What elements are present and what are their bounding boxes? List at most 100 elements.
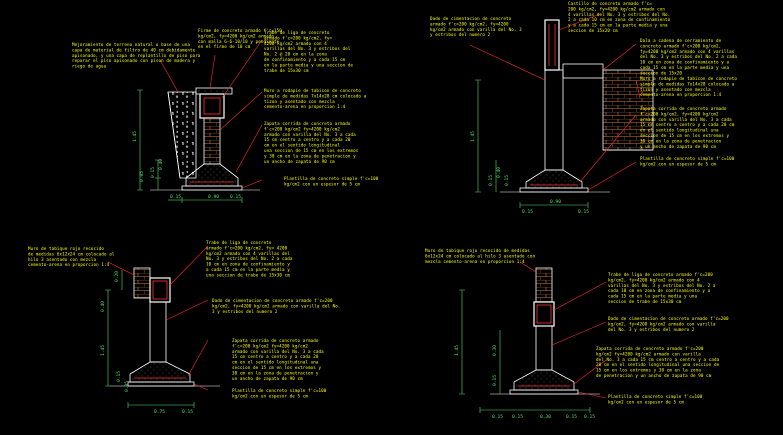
dim-br-e: 0.30 [540,414,551,420]
lean-concrete [181,185,243,191]
tie-column [544,19,560,71]
note-line: 30 cm en la zona de penetracion [640,138,722,143]
note-line: Trabe de liga de concreto armado f'c=200 [608,272,713,277]
note-line: una seccion de trabe de 15x30 cm [206,272,290,277]
note-line: Trabe de liga de concreto [264,30,330,35]
note-line: hilo 3 asentado con mezcla [28,257,97,262]
dim-tl-a: 0.15 [150,167,156,178]
note-br-wall: Muro de tabique rojo recocido de medidas… [425,248,535,264]
note-line: armado con varilla del No. 3 a cada [640,117,732,122]
note-line: 15 cm centro a centro y a cada 20 [232,354,319,359]
note-line: No. 2 @ 20 cm en la zona [264,52,327,57]
lean-concrete [127,381,195,387]
note-line: y a cada 15 cm en la parte media y una [568,23,668,28]
strip-footing [513,369,575,391]
note-line: 4200 kg/cm2 armado con 4 [264,41,327,46]
dim-br-c: 0.15 [492,414,503,420]
improved-soil-fill [167,91,197,179]
note-line: No. 3 y estribos del No. 2 a cada [206,256,293,261]
detail-bottom-right [459,261,607,413]
dim-br-b: 0.30 [492,345,498,356]
note-line: de confinamiento y a cada 15 cm [264,57,346,62]
note-line: 6x12x24 cm colocado al hilo 3 asentado c… [425,253,535,258]
note-line: en la parte media y una seccion de [264,62,353,67]
note-bl-pedestal: Dado de cimentacion de concreto armado f… [212,298,340,314]
foundation-pedestal [149,301,167,363]
note-line: y 30 cm en la zona de penetracion y [264,153,356,158]
note-line: armado f'c=200 kg/cm2, fy= 4200 [206,245,288,250]
note-br-pedestal: Dado de cimentacion de concreto armado f… [608,316,729,332]
dim-br-height: 1.45 [454,345,460,356]
note-line: Castillo de concreto armado f'c= [568,1,652,6]
note-line: Zapata corrida de concreto armado [264,121,351,126]
note-line: en el sentido longitudinal una [640,128,719,133]
dim-bl-b: 0.40 [100,301,106,312]
dim-tl-side: 0.15 [170,194,181,200]
note-tr-column: Castillo de concreto armado f'c=200 kg/c… [568,1,671,33]
note-line: apisonado, y una capa de replantillo de … [72,53,201,58]
note-line: 10 cm en zona de confinamiento y a [640,60,729,65]
foundation-pedestal [535,325,553,371]
note-line: cemento-arena en proporcion 1:4 [640,92,722,97]
brick-wall [602,69,654,151]
note-line: Zapata corrida de concreto armado [232,338,319,343]
note-line: seccion de 15x20 cm [568,28,618,33]
note-line: Dado de cimentacion de concreto [430,16,512,21]
note-line: Dado de cimentacion de concreto armado f… [212,298,333,303]
note-line: una seccion de 15 cm en los extremos [264,148,359,153]
note-line: con malla 6-6-10/10 y pendiente [198,39,280,44]
note-line: cada 15 cm en la parte media y una [608,294,697,299]
dim-tr-height: 1.45 [470,131,476,142]
note-line: 3 y estribos del numero 2 [212,309,278,314]
dim-tl-b: 0.40 [158,159,164,170]
note-line: kg/cm2 con un espesor de 5 cm [232,393,308,398]
note-line: de penetracion y un ancho de zapata de 9… [596,373,712,378]
note-line: Muro a rodapie de tabicon de concreto [264,88,361,93]
note-line: 15 cm centro a centro y a cada 20 [264,137,351,142]
plinth-wall [203,117,221,165]
note-line: 2 a cada 10 cm en zona de confinamiento [568,17,671,22]
dim-tr-a: 0.15 [522,209,533,215]
note-line: f'c=200 kg/cm2 fy=4200 kg/cm2 [232,343,308,348]
note-line: simple de medidas 7x14x28 colocado a [640,81,735,86]
note-line: kg/cm2 con un espesor de 5 cm [640,161,716,166]
note-line: concreto armado f'c=200 kg/cm2, [640,43,721,48]
note-line: fy=4200 kg/cm2 armado con 4 varillas [640,49,735,54]
dim-bl-height: 1.45 [100,345,106,356]
note-line: Dado de cimentacion de concreto armado f… [608,316,729,321]
note-line: kg/cm2, fy=4200 kg/cm2 armado con 4 [608,277,700,282]
note-line: Muro de tabique rojo recocido de medidas [425,248,530,253]
note-line: Mejoramiento de terreno natural o base d… [72,42,190,47]
note-line: varillas del No. 3 y estribos del [264,46,351,51]
dim-tr-d: 0.15 [488,175,494,186]
dim-tr-f: 0.15 [504,175,510,186]
bond-beam [562,63,604,79]
dim-bl-e: 0.15 [182,409,193,415]
note-line: Firme de concreto armado f'c=150 [198,28,282,33]
dim-tr-c: 0.15 [578,209,589,215]
dim-tl-height: 1.45 [132,131,138,142]
note-line: Plantilla de concreto simple f'c=100 [232,388,327,393]
note-line: simple de medidas 7x14x28 cm colocado a [264,93,367,98]
note-line: Plantilla de concreto simple f'c=100 [284,176,379,181]
dim-tr-e: 0.40 [496,167,502,178]
note-br-tiebeam: Trabe de liga de concreto armado f'c=200… [608,272,716,304]
note-tl-soil: Mejoramiento de terreno natural o base d… [72,42,201,69]
dim-tl-footing-width: 0.90 [208,194,219,200]
note-line: kg/cm2 fy=4200 kg/cm2 armado con varilla [596,351,701,356]
note-line: armado f'c=200 kg/cm2, fy=4200 [430,21,509,26]
note-line: Zapata corrida de concreto armado f'c=20… [596,346,704,351]
dim-bl-width: 0.75 [154,409,165,415]
note-line: kg/cm2, fy=4200 kg/cm2 armado con varill… [608,321,716,326]
note-br-footing: Zapata corrida de concreto armado f'c=20… [596,346,720,378]
note-line: un ancho de zapata de 90 cm [232,376,303,381]
note-line: Trabe de liga de concreto [206,240,272,245]
note-line: kg/cm2 armado con 4 varillas del [206,251,290,256]
note-line: reparar el piso apisonado con pison de m… [72,58,196,63]
